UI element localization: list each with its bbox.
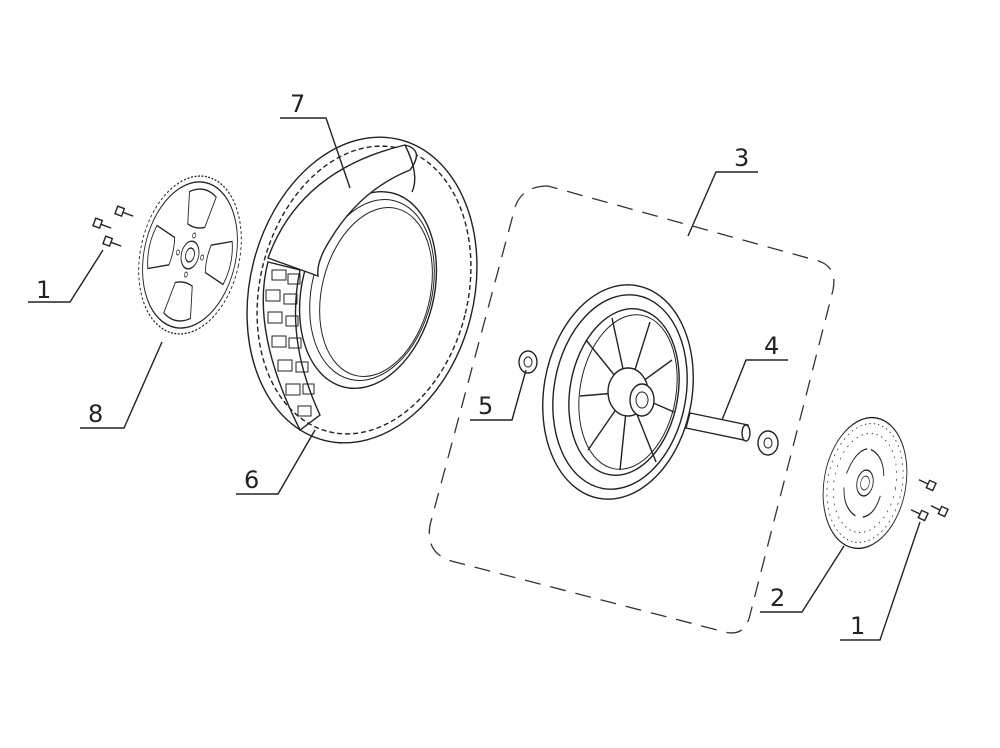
callout-label: 2 (770, 584, 785, 612)
sprocket-part (138, 175, 242, 335)
assembly-group-box (428, 185, 835, 634)
callout-label: 5 (478, 392, 493, 420)
inner-tube-part (267, 144, 418, 278)
bearing-right-part (757, 430, 779, 456)
callout-3: 3 (687, 144, 758, 237)
callout-8: 8 (80, 341, 163, 429)
callout-label: 6 (244, 466, 259, 494)
callout-1-right: 1 (840, 521, 921, 641)
callout-label: 3 (734, 144, 749, 172)
callout-5: 5 (470, 369, 527, 421)
bearing-part (518, 350, 538, 374)
brake-disc-part (822, 416, 908, 550)
callout-6: 6 (236, 429, 316, 495)
callout-1-left: 1 (28, 249, 104, 304)
callout-7: 7 (280, 90, 351, 189)
bolts-right (910, 479, 949, 522)
bolts-left (92, 205, 134, 247)
wheel-rim-part (542, 284, 694, 500)
callout-label: 1 (850, 612, 865, 640)
callout-4: 4 (721, 332, 788, 421)
callout-2: 2 (760, 545, 845, 613)
callout-label: 4 (764, 332, 779, 360)
callout-label: 1 (36, 276, 51, 304)
tire-part (246, 136, 478, 444)
callout-label: 7 (290, 90, 305, 118)
callout-label: 8 (88, 400, 103, 428)
axle-part (685, 412, 751, 442)
